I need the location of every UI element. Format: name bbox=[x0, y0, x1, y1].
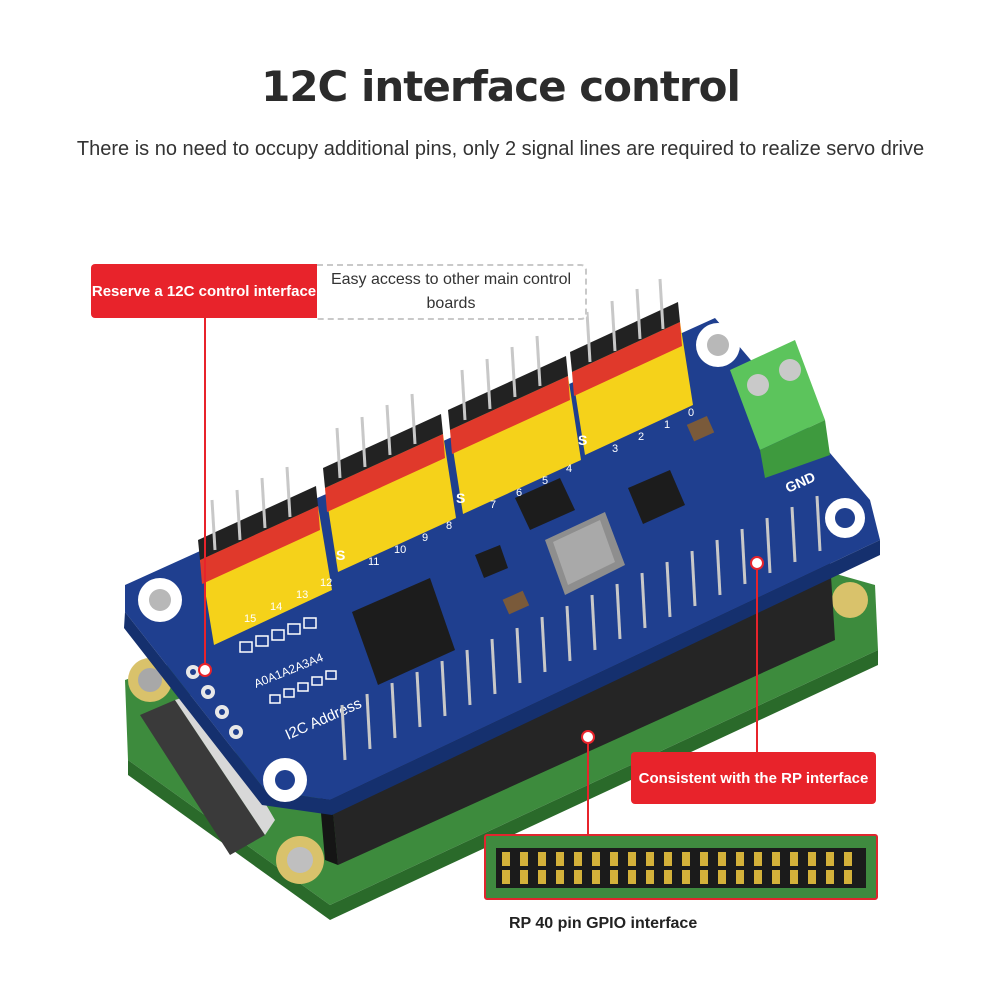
sd-card-slot bbox=[140, 700, 265, 855]
ch-2: 2 bbox=[638, 431, 644, 443]
servo-header-group-4 bbox=[570, 302, 693, 455]
ch-7: 7 bbox=[490, 499, 496, 511]
ch-15: 15 bbox=[244, 613, 256, 625]
ch-14: 14 bbox=[270, 601, 282, 613]
capacitor bbox=[686, 415, 715, 442]
s-label-1: S bbox=[336, 547, 345, 563]
page-subtitle: There is no need to occupy additional pi… bbox=[76, 138, 925, 160]
ch-0: 0 bbox=[688, 407, 694, 419]
callout-dot-gpio bbox=[581, 730, 595, 744]
callout-dot-i2c bbox=[198, 663, 212, 677]
gpio-zoom-inset bbox=[484, 834, 878, 900]
ch-4: 4 bbox=[566, 463, 572, 475]
easy-access-callout: Easy access to other main control boards bbox=[317, 264, 587, 320]
gpio-pins-top bbox=[340, 495, 822, 761]
reserve-i2c-callout: Reserve a 12C control interface bbox=[91, 264, 317, 318]
s-label-3: S bbox=[578, 432, 587, 448]
pwm-controller-chip bbox=[352, 578, 455, 685]
ch-11: 11 bbox=[368, 556, 379, 568]
page-title: 12C interface control bbox=[261, 62, 741, 111]
s-label-2: S bbox=[456, 490, 465, 506]
transistor bbox=[475, 545, 508, 578]
ch-10: 10 bbox=[394, 544, 406, 556]
ch-12: 12 bbox=[320, 577, 332, 589]
callout-connectors bbox=[204, 318, 758, 834]
small-chip-1 bbox=[515, 478, 575, 530]
ch-1: 1 bbox=[664, 419, 670, 431]
ch-9: 9 bbox=[422, 532, 428, 544]
consistent-rp-callout: Consistent with the RP interface bbox=[631, 752, 876, 804]
gpio-caption: RP 40 pin GPIO interface bbox=[509, 915, 698, 932]
ch-13: 13 bbox=[296, 589, 308, 601]
callout-dot-rp bbox=[750, 556, 764, 570]
address-jumper-pads bbox=[239, 617, 337, 704]
ch-3: 3 bbox=[612, 443, 618, 455]
servo-pins bbox=[210, 278, 665, 551]
ch-6: 6 bbox=[516, 487, 522, 499]
screw-terminal bbox=[730, 340, 830, 478]
ch-5: 5 bbox=[542, 475, 548, 487]
channel-labels: 15 14 13 12 11 10 9 8 7 6 5 4 3 2 1 0 bbox=[244, 407, 694, 625]
i2c-pin-holes bbox=[186, 665, 243, 739]
ch-8: 8 bbox=[446, 520, 452, 532]
small-chip-2 bbox=[628, 470, 685, 524]
gpio-header-zoom bbox=[486, 836, 876, 898]
